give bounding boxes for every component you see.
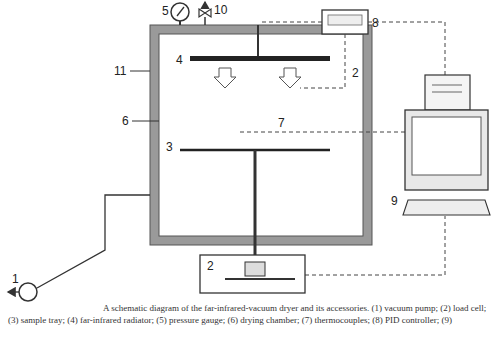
callout-number: 11 — [114, 64, 126, 78]
callout-number: 2 — [207, 259, 214, 273]
callout-number: 7 — [278, 116, 285, 130]
callout-number: 5 — [162, 4, 169, 18]
callout-number: 8 — [372, 16, 379, 30]
callout-number: 3 — [166, 140, 173, 154]
callout-number: 4 — [176, 53, 183, 67]
callout-number: 10 — [214, 3, 227, 17]
callout-number: 1 — [12, 272, 19, 286]
callout-number: 6 — [122, 114, 129, 128]
callout-number: 9 — [391, 194, 398, 208]
callout-number: 2 — [352, 66, 359, 80]
figure-caption: A schematic diagram of the far-infrared-… — [8, 302, 491, 326]
